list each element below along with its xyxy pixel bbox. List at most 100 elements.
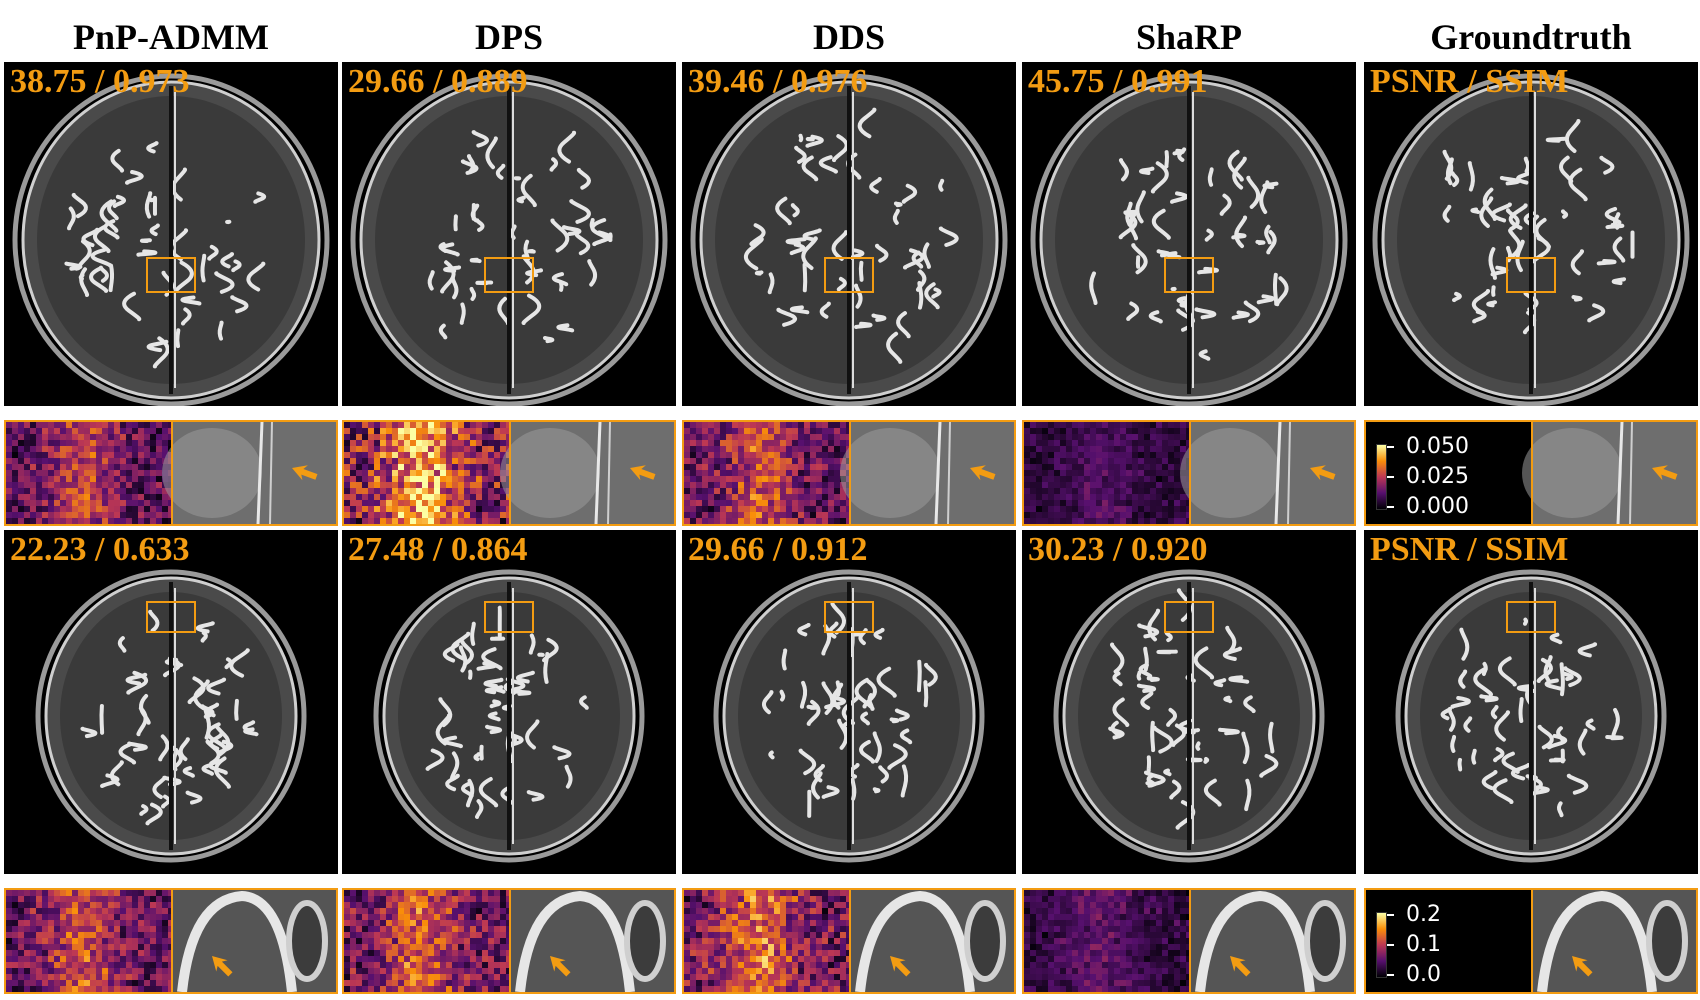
orange-arrow-icon — [1230, 956, 1251, 977]
zoom-strip — [4, 888, 338, 994]
skull-outline — [373, 569, 645, 863]
colorbar-tick — [1387, 944, 1394, 946]
colorbar-tick — [1387, 914, 1394, 916]
reconstruction-panel: PSNR / SSIM — [1364, 62, 1698, 406]
zoom-crop — [510, 890, 674, 992]
zoom-strip-graphics — [6, 890, 336, 992]
roi-box — [146, 601, 196, 633]
skull-outline — [690, 73, 1008, 406]
gyri-pattern — [1089, 147, 1289, 361]
colorbar-tick — [1387, 506, 1394, 508]
gyri-pattern — [1440, 617, 1624, 818]
skull-outline — [1053, 569, 1325, 863]
zoom-strip-graphics — [344, 422, 674, 524]
colorbar-tick-label: 0.000 — [1406, 494, 1469, 519]
roi-box — [1506, 257, 1556, 293]
zoom-crop — [1532, 890, 1696, 992]
reconstruction-panel: 39.46 / 0.976 — [682, 62, 1016, 406]
reconstruction-panel: 45.75 / 0.991 — [1022, 62, 1356, 406]
gyri-pattern — [64, 141, 267, 369]
error-map — [684, 422, 852, 524]
metric-label: 38.75 / 0.973 — [10, 63, 190, 100]
zoom-strip — [342, 888, 676, 994]
colorbar-tick-label: 0.025 — [1406, 464, 1469, 489]
metric-label: 29.66 / 0.912 — [688, 531, 868, 568]
reconstruction-panel: 29.66 / 0.912 — [682, 530, 1016, 874]
strip-divider — [509, 890, 511, 992]
reconstruction-panel: 29.66 / 0.889 — [342, 62, 676, 406]
skull-outline — [350, 73, 668, 406]
colorbar-tick — [1387, 446, 1394, 448]
brain-mri-image — [35, 569, 307, 863]
skull-outline — [35, 569, 307, 863]
brain-mri-image — [12, 73, 330, 406]
orange-arrow-icon — [212, 956, 233, 977]
zoom-strip — [4, 420, 338, 526]
roi-box — [1506, 601, 1556, 633]
zoom-crop — [1522, 422, 1696, 524]
brain-mri-image — [1395, 569, 1667, 863]
roi-box — [484, 601, 534, 633]
column-header: Groundtruth — [1430, 17, 1632, 57]
reconstruction-panel: 30.23 / 0.920 — [1022, 530, 1356, 874]
metric-label: 22.23 / 0.633 — [10, 531, 190, 568]
roi-box — [146, 257, 196, 293]
skull-outline — [713, 569, 985, 863]
zoom-strip — [682, 420, 1016, 526]
error-map — [6, 890, 174, 992]
brain-mri-image — [713, 569, 985, 863]
brain-mri-image — [1053, 569, 1325, 863]
colorbar-tick — [1387, 476, 1394, 478]
colorbar-gradient — [1376, 444, 1387, 510]
metric-label: 29.66 / 0.889 — [348, 63, 528, 100]
orange-arrow-icon — [1652, 465, 1678, 481]
error-map — [6, 422, 174, 524]
roi-box — [824, 601, 874, 633]
strip-divider — [171, 422, 173, 524]
zoom-strip — [1022, 420, 1356, 526]
colorbar-gradient — [1376, 912, 1387, 978]
orange-arrow-icon — [1572, 956, 1593, 977]
reconstruction-panel: 22.23 / 0.633 — [4, 530, 338, 874]
roi-box — [1164, 601, 1214, 633]
brain-mri-image — [350, 73, 668, 406]
metric-label: 27.48 / 0.864 — [348, 531, 528, 568]
error-map — [1024, 890, 1192, 992]
strip-divider — [849, 890, 851, 992]
gyri-pattern — [80, 609, 259, 826]
strip-divider — [1531, 890, 1533, 992]
strip-divider — [849, 422, 851, 524]
orange-arrow-icon — [550, 956, 571, 977]
zoom-strip — [342, 420, 676, 526]
orange-arrow-icon — [630, 465, 656, 481]
gyri-pattern — [425, 605, 589, 819]
strip-divider — [1189, 890, 1191, 992]
orange-arrow-icon — [292, 465, 318, 481]
brain-mri-image — [1372, 73, 1690, 406]
gyri-pattern — [427, 130, 613, 344]
zoom-crop — [162, 422, 336, 524]
gyri-pattern — [743, 107, 959, 364]
zoom-strip-graphics — [1024, 422, 1354, 524]
brain-mri-image — [1030, 73, 1348, 406]
strip-divider — [1189, 422, 1191, 524]
orange-arrow-icon — [890, 956, 911, 977]
column-header: PnP-ADMM — [73, 17, 269, 57]
zoom-crop — [172, 890, 336, 992]
zoom-crop — [840, 422, 1014, 524]
strip-divider — [1531, 422, 1533, 524]
metric-label: 30.23 / 0.920 — [1028, 531, 1208, 568]
metric-label: 39.46 / 0.976 — [688, 63, 868, 100]
zoom-crop — [850, 890, 1014, 992]
strip-divider — [171, 890, 173, 992]
error-map — [344, 422, 512, 524]
colorbar-tick-label: 0.1 — [1406, 932, 1441, 957]
reconstruction-panel: 27.48 / 0.864 — [342, 530, 676, 874]
error-map — [1024, 422, 1192, 524]
orange-arrow-icon — [1310, 465, 1336, 481]
zoom-crop — [1180, 422, 1354, 524]
reconstruction-panel: 38.75 / 0.973 — [4, 62, 338, 406]
colorbar-tick — [1387, 974, 1394, 976]
metric-label: 45.75 / 0.991 — [1028, 63, 1208, 100]
